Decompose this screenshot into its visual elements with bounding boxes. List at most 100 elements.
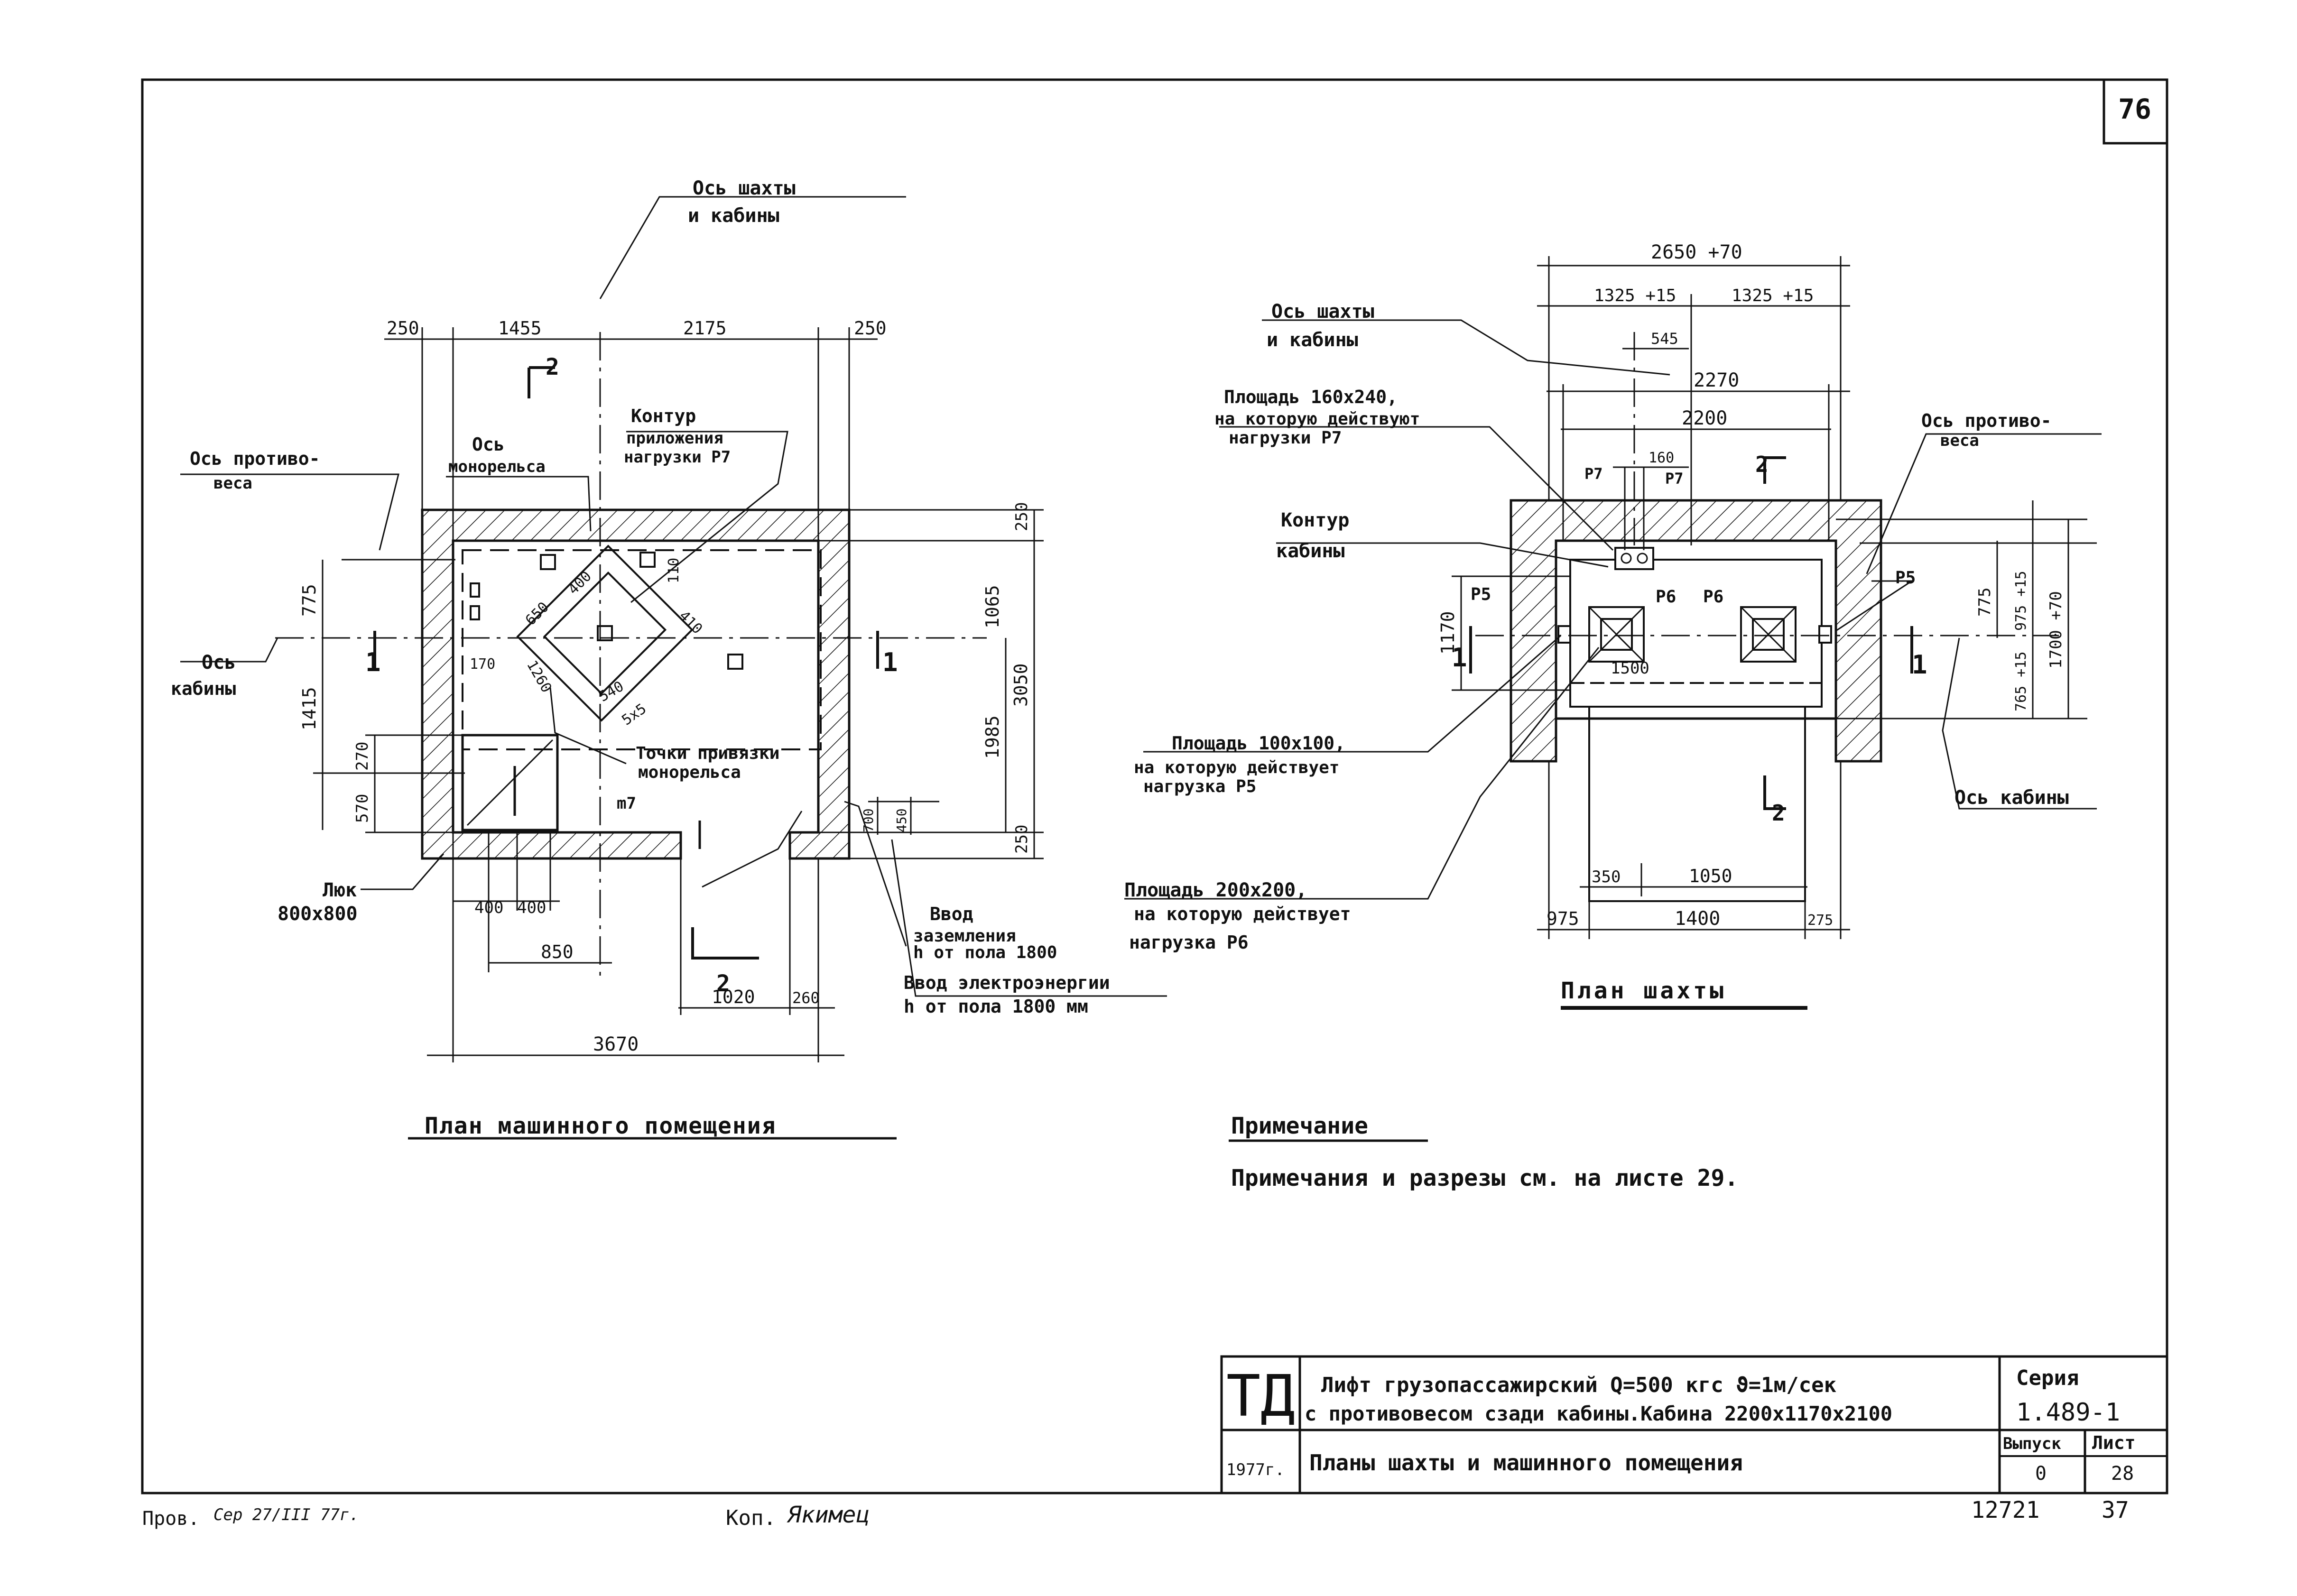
dim-bottom-2: 850 [541, 941, 574, 962]
sp-dim-right-0: 775 [1975, 588, 1994, 617]
mr-cw-axis-2: веса [213, 474, 252, 493]
mr-ground-3: h от пола 1800 [913, 943, 1057, 962]
title-sheet-value: 28 [2111, 1463, 2134, 1485]
mr-monorail-axis-2: монорельса [448, 457, 546, 476]
sp-cabin-axis: Ось кабины [1954, 787, 2069, 809]
mr-section-1-left: 1 [365, 647, 381, 677]
dim-inner-5: 170 [470, 656, 495, 673]
sp-dim-right-3: 765 +15 [2013, 652, 2029, 711]
shaft-plan-text: Ось шахты и кабины Площадь 160х240, на к… [1124, 241, 2069, 1004]
sp-dim-right-1: 975 +15 [2013, 571, 2029, 631]
archive-number: 12721 [1971, 1497, 2040, 1523]
title-issue-label: Выпуск [2003, 1434, 2061, 1453]
mr-section-mark-top: 2 [546, 354, 559, 380]
sp-area200-2: на которую действует [1134, 904, 1351, 924]
sp-cw-axis-2: веса [1940, 431, 1979, 450]
sheet-frame [141, 78, 2168, 1495]
machine-room-text: Ось шахты и кабины Ось противо- веса Ось… [171, 177, 1110, 1139]
sp-area100-1: Площадь 100х100, [1172, 733, 1345, 754]
sp-section-1-left: 1 [1452, 643, 1467, 673]
mr-section-1-right: 1 [882, 647, 898, 677]
sp-dim-top-6: 160 [1649, 450, 1674, 466]
sp-area100-3: нагрузка P5 [1143, 777, 1256, 796]
dim-right-4: 250 [1012, 825, 1031, 854]
cabin-contour-dashed [462, 549, 822, 750]
sp-area160-2: на которую действуют [1214, 409, 1420, 429]
mr-monorail-points-1: Точки привязки [636, 744, 779, 763]
approval-label: Пров. [142, 1508, 199, 1530]
title-sheet-label: Лист [2092, 1432, 2136, 1453]
mr-cw-axis-1: Ось противо- [190, 448, 320, 469]
title-year: 1977г. [1226, 1460, 1285, 1479]
sp-shaft-axis-2: и кабины [1267, 329, 1358, 351]
sp-p7-right: P7 [1665, 470, 1684, 488]
title-sheet-title: Планы шахты и машинного помещения [1309, 1450, 1743, 1476]
mr-shaft-axis-1: Ось шахты [693, 177, 796, 199]
title-logo: ТД [1226, 1364, 1295, 1430]
mr-cabin-axis-1: Ось [202, 652, 236, 673]
sp-dim-top-0: 2650 +70 [1651, 241, 1742, 263]
sp-cabin-contour-1: Контур [1281, 509, 1350, 531]
mr-power-2: h от пола 1800 мм [904, 996, 1088, 1017]
mr-load-contour-2: приложения [626, 429, 723, 448]
dim-top-1: 1455 [498, 318, 542, 339]
title-issue-value: 0 [2035, 1463, 2047, 1485]
mr-load-contour-1: Контур [631, 406, 696, 426]
sp-dim-top-4: 2270 [1694, 369, 1739, 391]
sp-dim-bottom-2: 975 [1547, 908, 1579, 929]
sp-area200-1: Площадь 200х200, [1124, 879, 1307, 901]
copy-label: Коп. [726, 1506, 776, 1530]
dim-door-1: 450 [894, 808, 909, 832]
sp-dim-top-2: 1325 +15 [1732, 286, 1814, 305]
dim-inner-7: 5х5 [619, 701, 649, 729]
dim-left-1: 1415 [299, 687, 320, 730]
sp-cabin-contour-2: кабины [1276, 540, 1345, 562]
sp-p6-left: P6 [1656, 587, 1676, 607]
note-block: Примечание Примечания и разрезы см. на л… [1229, 1113, 1738, 1191]
title-line2: с противовесом сзади кабины.Кабина 2200х… [1305, 1402, 1892, 1425]
mr-load-contour-3: нагрузки P7 [624, 448, 731, 467]
sp-dim-right-2: 1700 +70 [2047, 591, 2065, 669]
sp-area100-2: на которую действует [1134, 758, 1339, 777]
mr-shaft-axis-2: и кабины [688, 205, 779, 227]
dim-right-3: 1985 [982, 715, 1003, 759]
dim-bottom-3: 1020 [712, 987, 755, 1007]
machine-room-caption: План машинного помещения [425, 1113, 777, 1139]
sp-dim-bottom-0: 350 [1592, 867, 1621, 886]
sp-shaft-axis-1: Ось шахты [1271, 301, 1374, 323]
mr-ground-1: Ввод [930, 904, 973, 924]
dim-bottom-0: 400 [474, 898, 503, 917]
sp-p7-left: P7 [1584, 465, 1603, 483]
sp-dim-top-1: 1325 +15 [1594, 286, 1676, 305]
mr-cabin-axis-2: кабины [171, 678, 236, 699]
page-number-box [2102, 78, 2168, 145]
dim-right-1: 1065 [982, 585, 1003, 628]
dim-right-2: 3050 [1010, 663, 1031, 707]
mr-power-1: Ввод электроэнергии [904, 972, 1110, 993]
page-number-top: 76 [2118, 93, 2151, 125]
dim-bottom-1: 400 [517, 898, 546, 917]
sp-dim-top-5: 2200 [1682, 407, 1727, 429]
copy-signature: Якимец [787, 1502, 870, 1528]
title-line1: Лифт грузопассажирский Q=500 кгс ϑ=1м/се… [1321, 1373, 1836, 1397]
sp-p6-right: P6 [1703, 587, 1723, 607]
dim-top-0: 250 [387, 318, 419, 339]
dim-top-2: 2175 [683, 318, 727, 339]
footer: Пров. Сер 27/III 77г. Коп. Якимец 12721 … [142, 1497, 2129, 1530]
title-series-value: 1.489-1 [2016, 1398, 2120, 1427]
dim-inner-6: 110 [666, 558, 682, 583]
hatch-opening [461, 734, 559, 831]
sp-dim-left-0: 1170 [1437, 611, 1458, 655]
mr-section-mark-bottom: 2 [716, 970, 730, 997]
mr-hatch-2: 800х800 [278, 903, 358, 925]
note-title: Примечание [1231, 1113, 1368, 1139]
sp-section-mark-bottom: 2 [1772, 800, 1785, 826]
dim-inner-3: 1260 [523, 658, 555, 696]
dim-inner-0: 650 [522, 599, 552, 629]
sp-cw-axis-1: Ось противо- [1921, 410, 2052, 431]
dim-left-0: 775 [299, 584, 320, 617]
note-text: Примечания и разрезы см. на листе 29. [1231, 1165, 1738, 1191]
sp-section-mark-top: 2 [1755, 452, 1769, 477]
dim-left-2: 270 [353, 742, 372, 771]
